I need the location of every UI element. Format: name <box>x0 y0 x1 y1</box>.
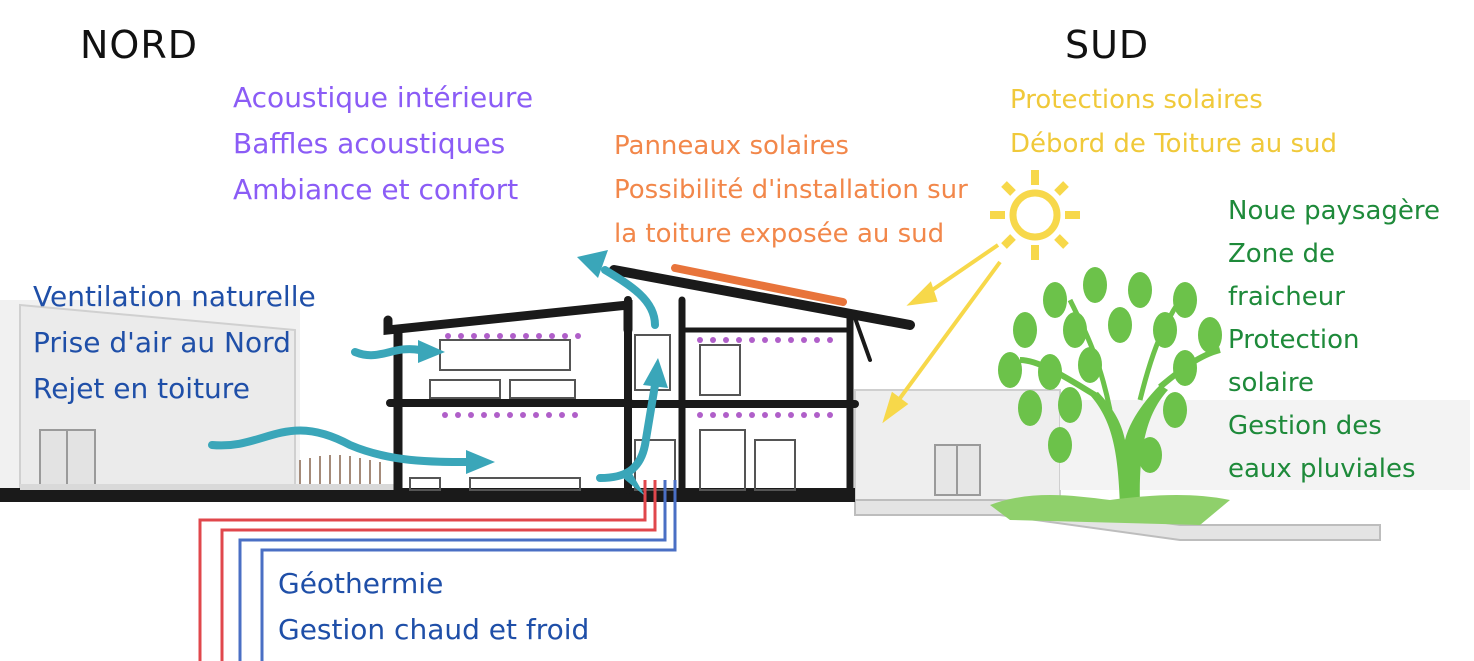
acoustics-line: Acoustique intérieure <box>233 81 534 114</box>
solar-panel <box>671 264 847 306</box>
landscape-line: fraicheur <box>1228 282 1345 312</box>
ground-line <box>0 484 855 502</box>
geothermal-block: Géothermie Gestion chaud et froid <box>278 561 589 653</box>
acoustic-baffles <box>442 333 833 418</box>
solar-panels-line: Panneaux solaires <box>614 131 849 161</box>
sun-rays <box>882 243 1002 424</box>
solar-panels-line: la toiture exposée au sud <box>614 219 945 249</box>
acoustics-line: Ambiance et confort <box>233 173 519 206</box>
south-label: SUD <box>1065 23 1150 67</box>
north-label: NORD <box>80 23 198 67</box>
geothermal-line: Géothermie <box>278 567 444 600</box>
geothermal-line: Gestion chaud et froid <box>278 613 590 646</box>
solar-panels-block: Panneaux solaires Possibilité d'installa… <box>614 124 968 256</box>
landscape-block: Noue paysagère Zone de fraicheur Protect… <box>1228 190 1440 491</box>
airflow-arrows <box>208 266 659 482</box>
sun-protection-line: Débord de Toiture au sud <box>1010 129 1338 159</box>
sun-icon <box>990 170 1080 260</box>
sun-protection-line: Protections solaires <box>1010 85 1263 115</box>
landscape-line: Noue paysagère <box>1228 196 1441 226</box>
landscape-line: Protection <box>1228 325 1360 355</box>
ventilation-block: Ventilation naturelle Prise d'air au Nor… <box>33 274 316 412</box>
landscape-line: eaux pluviales <box>1228 454 1416 484</box>
ventilation-line: Ventilation naturelle <box>33 280 316 313</box>
acoustics-line: Baffles acoustiques <box>233 127 506 160</box>
ventilation-line: Prise d'air au Nord <box>33 326 291 359</box>
airflow-arrowheads <box>418 250 668 496</box>
solar-panels-line: Possibilité d'installation sur <box>614 175 968 205</box>
ventilation-line: Rejet en toiture <box>33 372 250 405</box>
acoustics-block: Acoustique intérieure Baffles acoustique… <box>233 75 533 213</box>
landscape-line: Zone de <box>1228 239 1335 269</box>
landscape-line: solaire <box>1228 368 1314 398</box>
sun-protection-block: Protections solaires Débord de Toiture a… <box>1010 78 1337 166</box>
tree-icon <box>990 267 1230 525</box>
building-structure <box>383 265 915 495</box>
landscape-line: Gestion des <box>1228 411 1382 441</box>
geothermal-pipes <box>198 480 677 661</box>
